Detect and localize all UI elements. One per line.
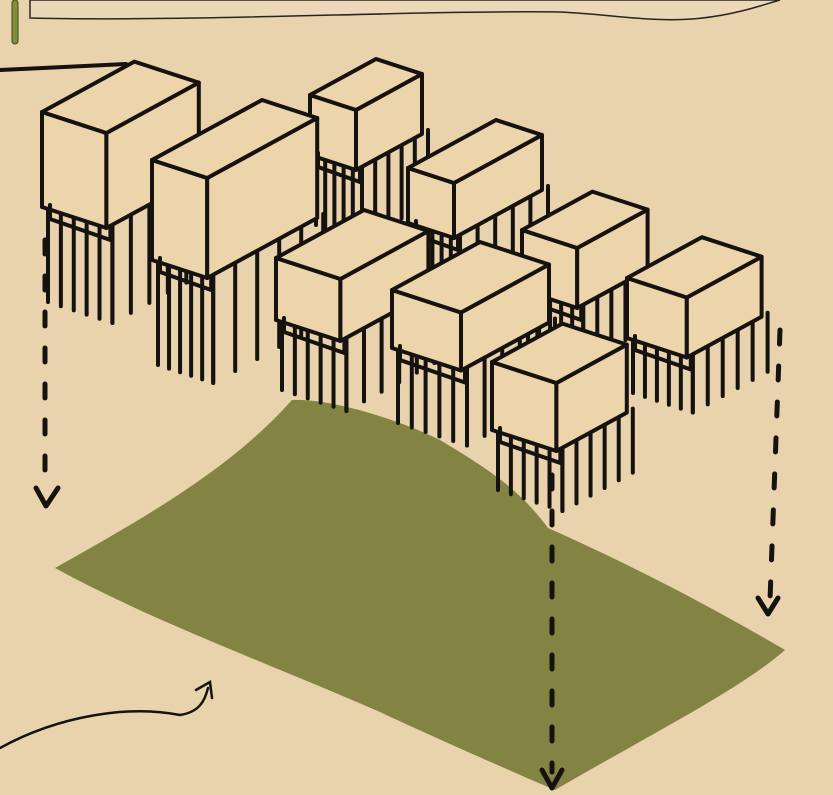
stilt-box-9 (492, 324, 633, 511)
annotation-arrow (0, 682, 212, 748)
ground-plane (55, 400, 785, 790)
top-band (30, 0, 780, 20)
leader-line-top (0, 64, 126, 70)
projection-left (36, 240, 58, 506)
reed-mark (12, 0, 18, 44)
